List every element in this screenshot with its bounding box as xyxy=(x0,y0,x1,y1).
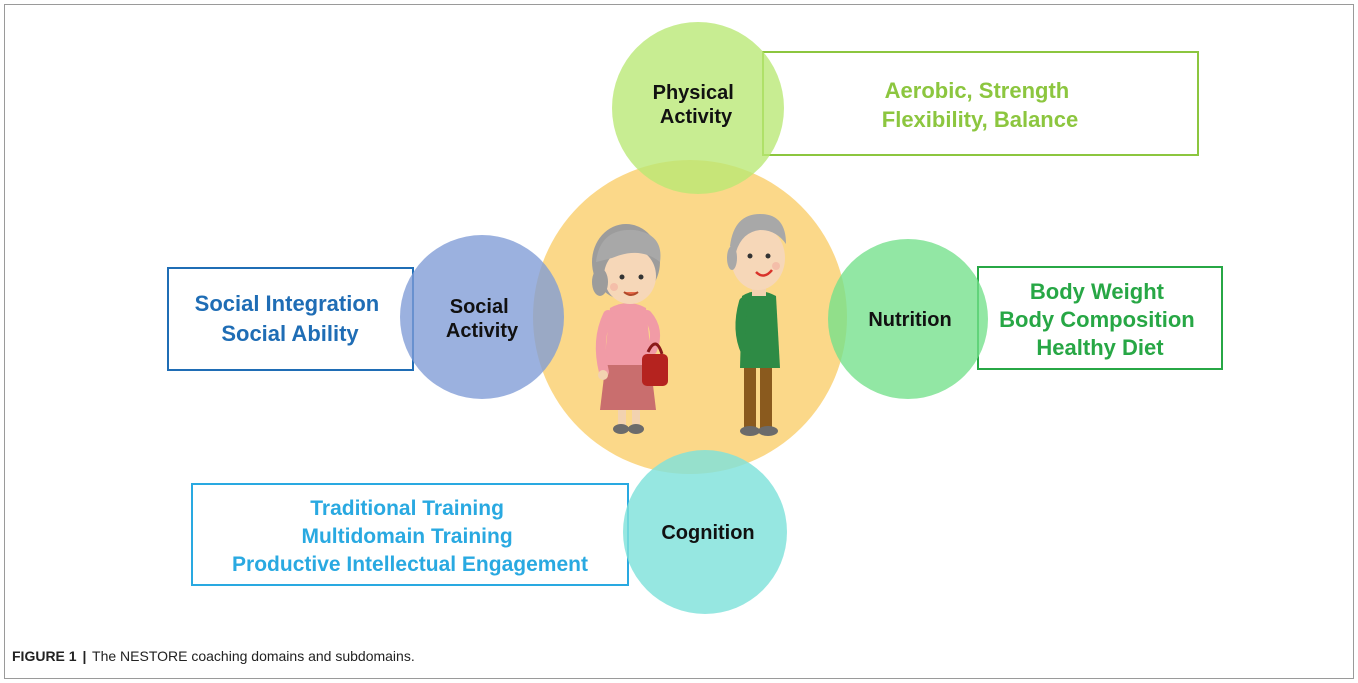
nutrition-label: Nutrition xyxy=(868,309,951,331)
social-activity-label: Social Activity xyxy=(446,296,519,342)
cognition-subdomain-box xyxy=(191,483,629,586)
physical-activity-circle xyxy=(612,22,784,194)
cognition-circle xyxy=(623,450,787,614)
cognition-label: Cognition xyxy=(661,522,754,544)
center-circle xyxy=(533,160,847,474)
caption-separator: | xyxy=(82,648,87,664)
figure-frame xyxy=(4,4,1354,679)
physical-subdomain-box xyxy=(762,51,1199,156)
cognition-subdomain-text: Traditional Training Multidomain Trainin… xyxy=(232,497,588,576)
nutrition-subdomain-text: Body Weight Body Composition Healthy Die… xyxy=(999,279,1201,360)
social-subdomain-box xyxy=(167,267,414,371)
caption-text: The NESTORE coaching domains and subdoma… xyxy=(92,648,415,664)
social-subdomain-text: Social Integration Social Ability xyxy=(195,291,386,346)
elderly-woman-illustration xyxy=(592,224,668,434)
social-activity-circle xyxy=(400,235,564,399)
physical-activity-label: Physical Activity xyxy=(653,82,740,128)
figure-caption: FIGURE 1 | The NESTORE coaching domains … xyxy=(12,648,415,664)
caption-label: FIGURE 1 xyxy=(12,648,77,664)
nutrition-subdomain-box xyxy=(977,266,1223,370)
nutrition-circle xyxy=(828,239,988,399)
elderly-man-illustration xyxy=(727,214,786,436)
physical-subdomain-text: Aerobic, Strength Flexibility, Balance xyxy=(882,78,1078,132)
